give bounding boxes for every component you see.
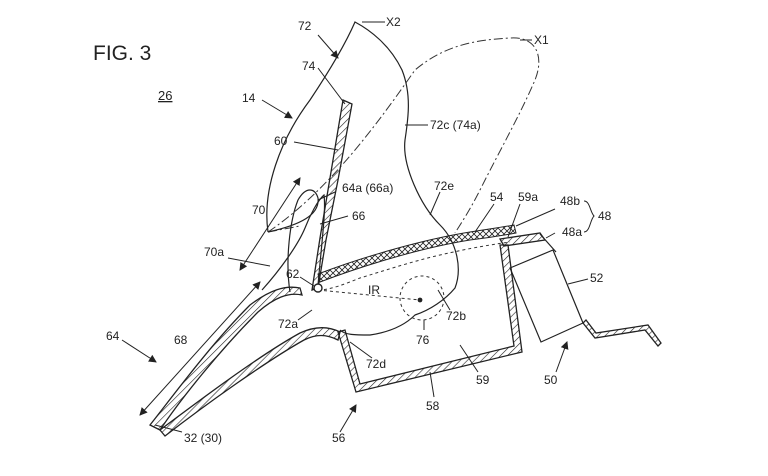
instrument-panel-64 [148,286,303,431]
leader-72e [429,191,441,216]
leader-54 [474,203,495,233]
leader-74 [317,67,346,105]
ir-dashed-curve [317,241,511,291]
label-48a: 48a [562,225,582,239]
label-66: 66 [352,209,366,223]
leader-59a [507,203,521,238]
inflation-region-76 [399,275,445,321]
label-50: 50 [544,373,558,387]
label-ir: IR [368,283,380,297]
leader-64 [121,339,157,363]
figure-title: FIG. 3 [93,42,151,65]
label-76: 76 [416,333,430,347]
label-72c: 72c (74a) [430,118,481,132]
leader-50 [555,341,569,373]
label-14: 14 [242,91,256,105]
leader-70a [227,257,271,267]
airbag-deployed-outline-x1 [267,37,540,234]
inflator-mount [539,233,557,253]
airbag-72-outline [266,21,459,336]
label-48: 48 [598,209,612,223]
label-58: 58 [426,399,440,413]
leader-56 [339,404,357,433]
case-56 [337,244,523,393]
hinge-62 [313,283,323,293]
bracket-50 [582,319,662,347]
label-x2: X2 [386,15,401,29]
ref-main-label: 26 [158,88,172,103]
label-72e: 72e [434,179,454,193]
label-56: 56 [332,431,346,445]
leader-48b [515,208,556,227]
label-64a: 64a (66a) [342,181,393,195]
leader-72 [317,34,339,59]
label-48b: 48b [560,194,580,208]
leader-72d [349,341,373,359]
label-32-30: 32 (30) [184,431,222,445]
inner-panel-74 [311,99,353,291]
leader-32 [154,424,183,433]
label-52: 52 [590,271,604,285]
ir-dashed-line [317,289,421,301]
leader-66 [319,215,349,225]
leader-64a [317,191,336,201]
brace-48 [583,200,595,233]
label-59: 59 [476,373,490,387]
label-70: 70 [252,203,266,217]
dimension-70 [239,177,301,271]
label-72a: 72a [278,317,298,331]
leader-72a [297,309,313,321]
label-60: 60 [274,134,288,148]
leader-14 [261,99,293,119]
tear-line-54 [317,224,517,283]
leader-48a [545,232,556,239]
label-62: 62 [286,267,300,281]
label-72b: 72b [446,309,466,323]
label-68: 68 [174,333,188,347]
label-x1: X1 [534,33,549,47]
leader-72b [437,289,451,311]
leader-62 [299,276,315,287]
dimension-68 [139,281,261,416]
label-72: 72 [298,19,312,33]
label-54: 54 [490,190,504,204]
inflator-52 [509,249,584,343]
leader-52 [567,278,589,285]
label-72d: 72d [366,357,386,371]
leader-59 [459,344,479,373]
leader-58 [429,371,435,398]
label-64: 64 [106,329,120,343]
label-70a: 70a [204,245,224,259]
label-74: 74 [302,59,316,73]
leader-60 [293,141,339,151]
label-59a: 59a [518,190,538,204]
